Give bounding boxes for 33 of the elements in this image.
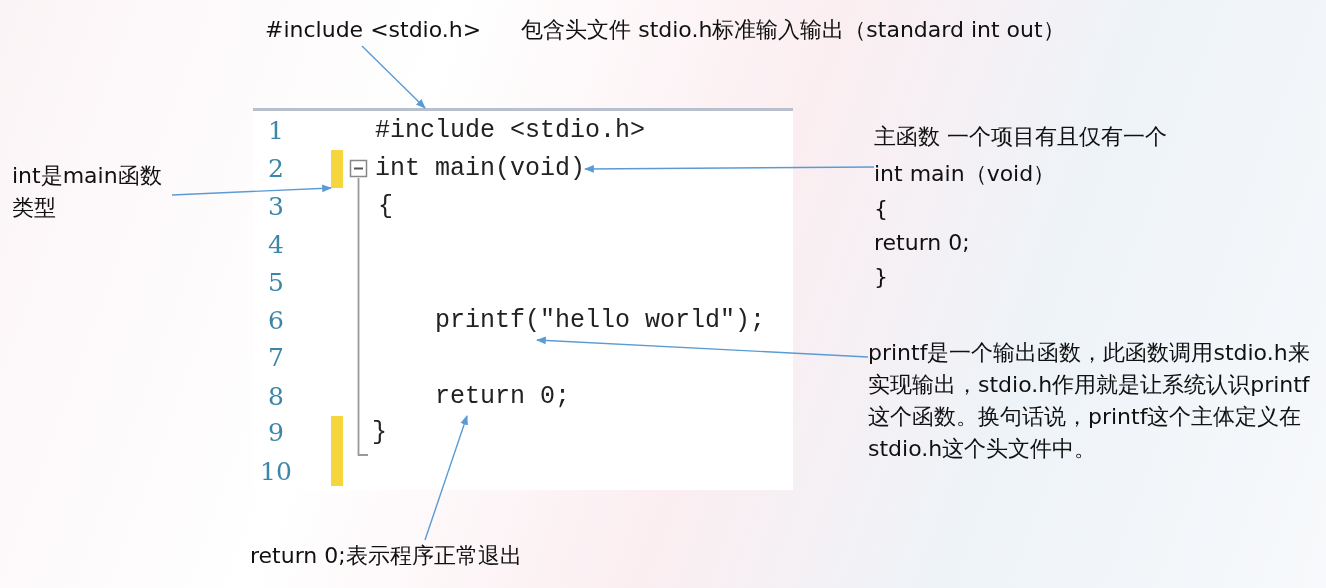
line-number: 6	[267, 305, 285, 337]
code-line: printf("hello world");	[435, 306, 766, 335]
line-number: 7	[267, 342, 285, 374]
line-number: 4	[267, 229, 285, 261]
code-text: {	[874, 195, 888, 223]
arrow	[584, 165, 875, 173]
code-line: {	[378, 192, 393, 221]
code-editor-panel	[253, 108, 793, 490]
annotation-text: return 0;表示程序正常退出	[250, 540, 610, 572]
line-number: 8	[267, 381, 285, 413]
line-number: 3	[267, 191, 285, 223]
arrow	[424, 415, 468, 541]
code-text: int main（void）	[874, 160, 1056, 188]
arrow	[361, 45, 426, 109]
annotation-text: int是main函数类型	[12, 160, 172, 224]
code-line: int main(void)	[375, 154, 586, 183]
line-number: 1	[267, 115, 285, 147]
annotation-text: 包含头文件 stdio.h标准输入输出（standard int out）	[521, 16, 1065, 44]
annotation-text: printf是一个输出函数，此函数调用stdio.h来实现输出，stdio.h作用就是让系统认识printf这个函数。换句话说，printf这个主体定义在stdio.h这个头文件中。	[868, 337, 1318, 465]
line-number: 5	[267, 267, 285, 299]
code-text: return 0;	[874, 229, 970, 257]
change-marker	[331, 150, 343, 188]
arrow	[536, 336, 869, 358]
code-text: }	[874, 263, 888, 291]
line-number: 2	[267, 153, 285, 185]
line-number: 9	[267, 417, 285, 449]
line-number: 10	[259, 456, 293, 488]
code-line: #include <stdio.h>	[375, 116, 646, 145]
code-line: }	[372, 418, 387, 447]
annotation-text: #include <stdio.h>	[265, 16, 482, 44]
arrow	[171, 184, 332, 196]
code-line: return 0;	[435, 382, 571, 411]
annotation-text: 主函数 一个项目有且仅有一个	[874, 123, 1167, 151]
